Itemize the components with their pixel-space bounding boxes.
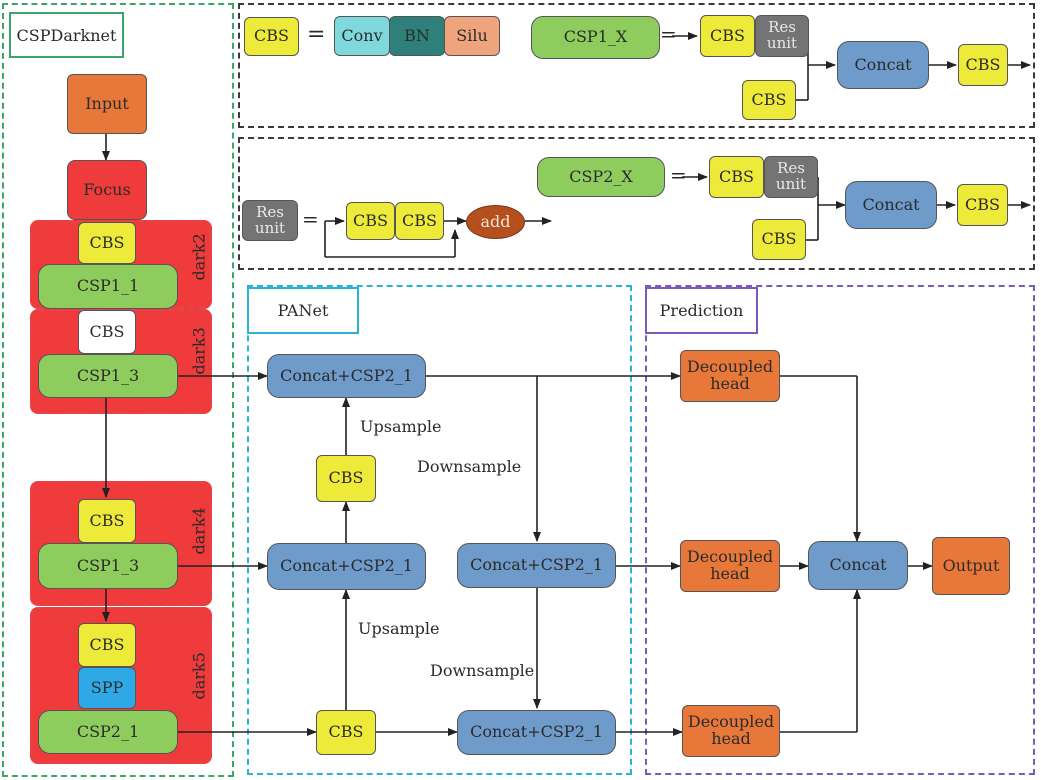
backbone-title: CSPDarknet (9, 12, 124, 58)
panet-concat-top: Concat+CSP2_1 (267, 354, 426, 398)
legend-csp1-cbs-top: CBS (700, 15, 755, 57)
decoupled-head-mid: Decoupled head (680, 540, 780, 592)
legend-csp2-equals: = (670, 163, 687, 187)
dark5-cbs: CBS (78, 623, 136, 667)
legend-csp1-res-unit: Res unit (755, 15, 809, 57)
legend-csp1-equals: = (660, 22, 677, 46)
legend-silu: Silu (444, 16, 500, 56)
decoupled-head-top: Decoupled head (680, 350, 780, 402)
prediction-concat: Concat (808, 541, 908, 590)
panet-upsample-bottom: Upsample (358, 619, 440, 638)
panet-downsample-top: Downsample (417, 457, 522, 476)
prediction-title: Prediction (645, 287, 758, 334)
dark4-label: dark4 (189, 507, 209, 555)
legend-csp2-concat: Concat (845, 181, 937, 229)
legend-cbs-equals: = (307, 22, 326, 47)
panet-concat-bottom: Concat+CSP2_1 (457, 710, 616, 755)
panet-concat-mid-left: Concat+CSP2_1 (267, 543, 426, 590)
dark2-label: dark2 (189, 233, 209, 281)
legend-cbs: CBS (244, 17, 299, 56)
legend-res-equals: = (302, 207, 319, 231)
dark3-label: dark3 (189, 327, 209, 375)
legend-csp1: CSP1_X (531, 16, 660, 59)
panet-upsample-top: Upsample (360, 417, 442, 436)
dark5-label: dark5 (189, 652, 209, 700)
legend-csp2-cbs-bottom: CBS (752, 219, 806, 260)
panet-cbs-mid: CBS (316, 455, 376, 502)
output-node: Output (932, 537, 1010, 595)
input-node: Input (67, 74, 147, 134)
legend-conv: Conv (334, 16, 390, 56)
backbone-frame (2, 3, 234, 777)
decoupled-head-bottom: Decoupled head (682, 705, 780, 757)
legend-csp2: CSP2_X (537, 157, 665, 197)
legend-csp2-res-unit: Res unit (764, 156, 818, 198)
dark4-csp: CSP1_3 (38, 543, 178, 589)
legend-csp2-cbs-out: CBS (957, 184, 1008, 226)
dark5-spp: SPP (78, 667, 136, 709)
legend-mid-frame (238, 137, 1035, 270)
dark4-cbs: CBS (78, 499, 136, 543)
legend-res-cbs2: CBS (395, 202, 444, 240)
panet-frame (247, 285, 632, 775)
panet-concat-mid-right: Concat+CSP2_1 (457, 543, 616, 588)
legend-bn: BN (389, 16, 445, 56)
focus-node: Focus (67, 160, 147, 220)
dark5-csp: CSP2_1 (38, 710, 178, 754)
legend-top-frame (238, 3, 1035, 128)
dark2-cbs: CBS (78, 222, 136, 264)
legend-csp1-cbs-out: CBS (958, 44, 1008, 86)
legend-csp1-cbs-bottom: CBS (742, 80, 796, 120)
panet-title: PANet (247, 287, 359, 334)
panet-cbs-bottom: CBS (316, 710, 376, 755)
panet-downsample-bottom: Downsample (430, 661, 535, 680)
dark3-cbs: CBS (78, 310, 136, 354)
prediction-frame (645, 285, 1035, 775)
legend-res-unit: Res unit (242, 200, 298, 241)
legend-csp1-concat: Concat (837, 41, 929, 89)
legend-res-cbs1: CBS (346, 202, 395, 240)
dark3-csp: CSP1_3 (38, 354, 178, 398)
legend-res-add: add (466, 205, 525, 239)
legend-csp2-cbs-top: CBS (709, 156, 764, 198)
dark2-csp: CSP1_1 (38, 264, 178, 309)
